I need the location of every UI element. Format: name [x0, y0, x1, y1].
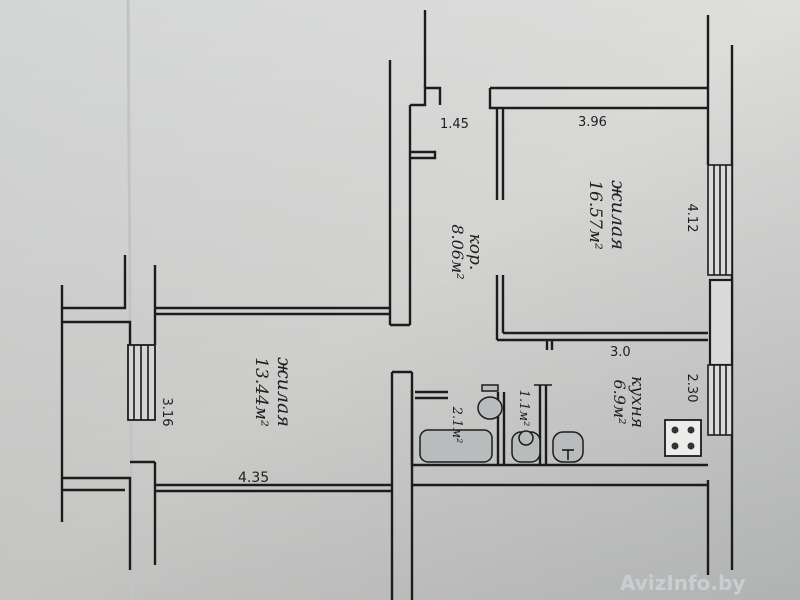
- kitchen-area-label: 6.9м²: [610, 379, 629, 424]
- bedroom-area-label: 16.57м²: [585, 180, 605, 250]
- dimension-3-16: 3.16: [159, 398, 174, 427]
- dimension-3-96: 3.96: [578, 115, 607, 130]
- wc-area-label: 1.1м²: [516, 390, 531, 427]
- washbasin-icon: [477, 396, 503, 420]
- dimension-1-45: 1.45: [440, 117, 469, 132]
- left-wall-balcony: [60, 255, 157, 570]
- dimension-2-30: 2.30: [684, 374, 699, 403]
- dimension-3-0: 3.0: [610, 345, 631, 360]
- corridor-name-label: кор.: [465, 234, 485, 271]
- corridor-walls: [388, 10, 442, 327]
- bathtub-icon: [419, 429, 493, 463]
- kitchen-sink-icon: [552, 431, 584, 463]
- bath-area-label: 2.1м²: [449, 406, 464, 444]
- window-living: [127, 344, 156, 421]
- bedroom-name-label: жилая: [607, 180, 629, 250]
- toilet-icon: [511, 430, 541, 463]
- mirror-icon: [481, 384, 499, 392]
- paper-fold-line: [126, 0, 134, 600]
- bedroom-walls: [488, 86, 708, 342]
- kitchen-name-label: кухня: [627, 376, 647, 428]
- wall-pier: [708, 278, 734, 367]
- window-bedroom: [707, 164, 733, 276]
- corridor-area-label: 8.06м²: [448, 224, 467, 279]
- dimension-4-35: 4.35: [238, 470, 269, 486]
- window-kitchen: [707, 364, 733, 436]
- living-name-label: жилая: [273, 357, 295, 427]
- dimension-4-12: 4.12: [684, 204, 699, 233]
- stove-icon: [664, 419, 702, 457]
- watermark-text: AvizInfo.by: [620, 571, 745, 595]
- living-area-label: 13.44м²: [251, 357, 271, 427]
